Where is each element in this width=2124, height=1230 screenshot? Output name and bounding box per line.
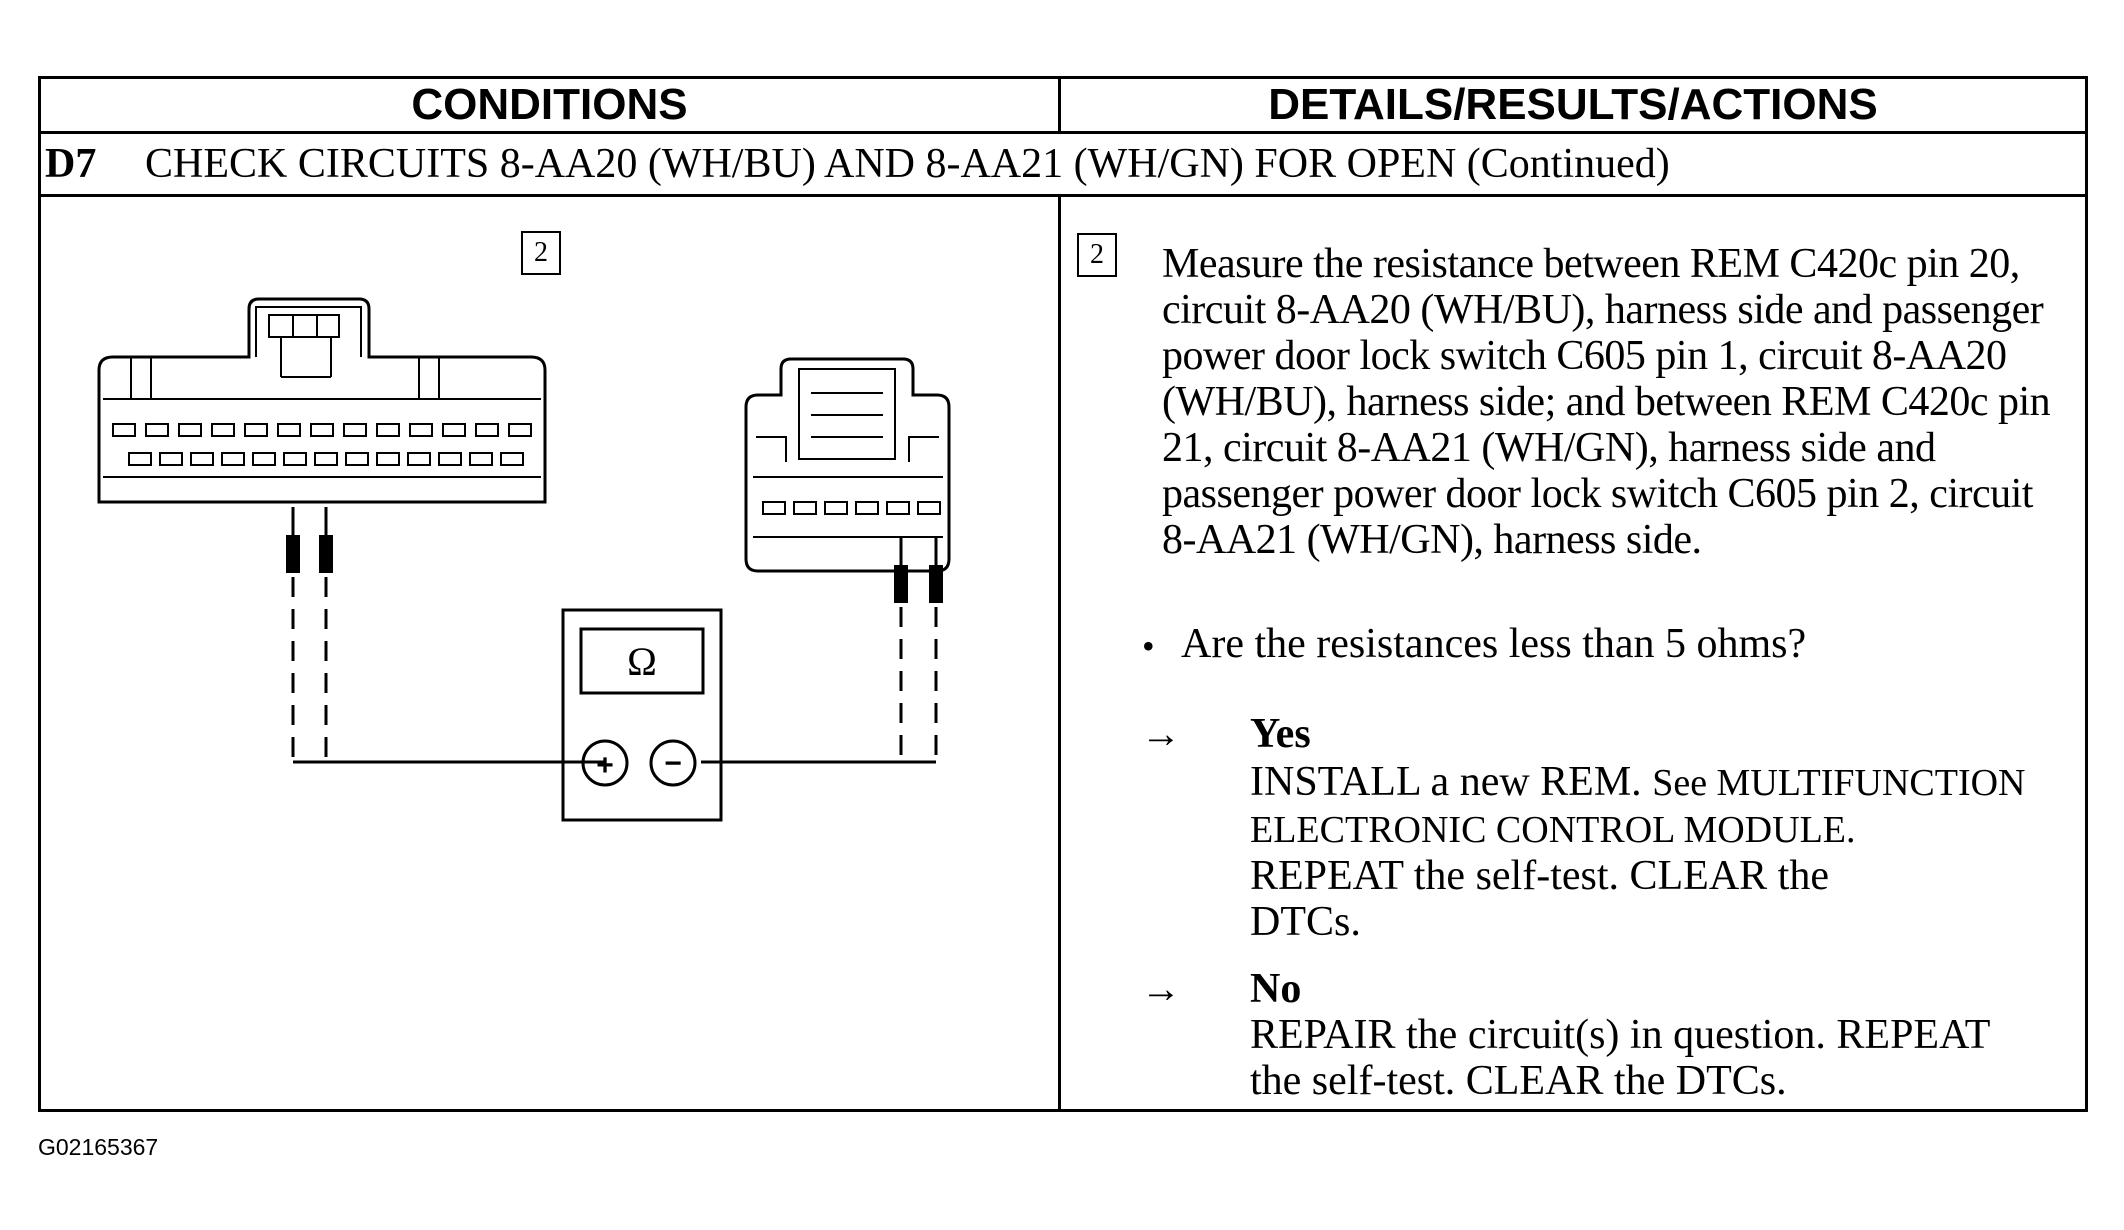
rem-pin: [190, 452, 214, 466]
yes-actions: INSTALL a new REM. See MULTIFUNCTION ELE…: [1250, 759, 2080, 945]
details-header: DETAILS/RESULTS/ACTIONS: [1268, 80, 1878, 129]
rem-pin: [310, 423, 334, 437]
rem-pin: [221, 452, 245, 466]
rem-pin: [343, 423, 367, 437]
figure-id: G02165367: [38, 1134, 159, 1160]
no-label: No: [1250, 966, 1302, 1012]
probe-left-1: [286, 507, 300, 573]
rem-pin: [178, 423, 202, 437]
rem-pin: [128, 452, 152, 466]
rem-pin: [159, 452, 183, 466]
rem-pin: [469, 452, 493, 466]
rem-pin: [442, 423, 466, 437]
title-rule: [41, 194, 2085, 197]
rem-pin: [112, 423, 136, 437]
minus-terminal: −: [664, 747, 682, 780]
rem-pins-row-2: [128, 452, 524, 466]
probe-left-2: [319, 507, 333, 573]
switch-pin: [793, 501, 817, 515]
rem-pin: [345, 452, 369, 466]
switch-pin: [824, 501, 848, 515]
switch-pin: [762, 501, 786, 515]
rem-pin: [277, 423, 301, 437]
step-title-row: D7 CHECK CIRCUITS 8-AA20 (WH/BU) AND 8-A…: [41, 134, 2085, 194]
column-divider: [1058, 197, 1061, 1109]
rem-pin: [244, 423, 268, 437]
wiring-diagram: 2: [41, 197, 1058, 1109]
rem-pin: [508, 423, 532, 437]
rem-pin: [145, 423, 169, 437]
step-code: D7: [45, 141, 97, 187]
probe-right-2: [929, 537, 943, 603]
yes-arrow: →: [1141, 711, 1181, 756]
rem-pin: [438, 452, 462, 466]
header-rule: [41, 131, 2085, 134]
header-divider: [1058, 79, 1061, 131]
rem-pin: [376, 452, 400, 466]
no-arrow: →: [1141, 966, 1181, 1011]
probe-right-1: [894, 537, 908, 603]
rem-connector: [97, 297, 547, 504]
switch-connector: [744, 357, 951, 573]
rem-pin: [500, 452, 524, 466]
yes-action-repeat: REPEAT the self-test. CLEAR the DTCs.: [1250, 853, 1829, 945]
rem-pin: [283, 452, 307, 466]
diagnostic-table: CONDITIONS DETAILS/RESULTS/ACTIONS D7 CH…: [38, 76, 2088, 1112]
ohmmeter: [561, 608, 723, 822]
rem-pin: [314, 452, 338, 466]
details-panel: 2 Measure the resistance between REM C42…: [1061, 197, 2085, 1109]
rem-pin: [407, 452, 431, 466]
instruction-text: Measure the resistance between REM C420c…: [1162, 241, 2051, 563]
plus-terminal: +: [596, 749, 614, 782]
conditions-header: CONDITIONS: [411, 80, 688, 129]
yes-label: Yes: [1250, 711, 1311, 757]
rem-pin: [376, 423, 400, 437]
question-bullet: •: [1142, 626, 1155, 666]
yes-action-install: INSTALL a new REM.: [1250, 759, 1642, 805]
ohm-symbol: Ω: [627, 639, 657, 684]
switch-pins: [762, 501, 941, 515]
switch-pin: [917, 501, 941, 515]
no-actions: REPAIR the circuit(s) in question. REPEA…: [1250, 1012, 1990, 1104]
switch-pin: [855, 501, 879, 515]
rem-pin: [409, 423, 433, 437]
switch-pin: [886, 501, 910, 515]
diagram-svg: Ω + −: [97, 297, 951, 822]
rem-pins-row-1: [112, 423, 532, 437]
rem-pin: [475, 423, 499, 437]
details-step-number: 2: [1077, 233, 1117, 277]
diagram-step-number: 2: [521, 231, 561, 275]
rem-pin: [252, 452, 276, 466]
rem-pin: [211, 423, 235, 437]
step-title: CHECK CIRCUITS 8-AA20 (WH/BU) AND 8-AA21…: [145, 141, 1670, 187]
dashed-leads: [291, 577, 938, 762]
yes-reference: See MULTIFUNCTION ELECTRONIC CONTROL MOD…: [1250, 762, 2026, 851]
question-text: Are the resistances less than 5 ohms?: [1181, 621, 1807, 667]
